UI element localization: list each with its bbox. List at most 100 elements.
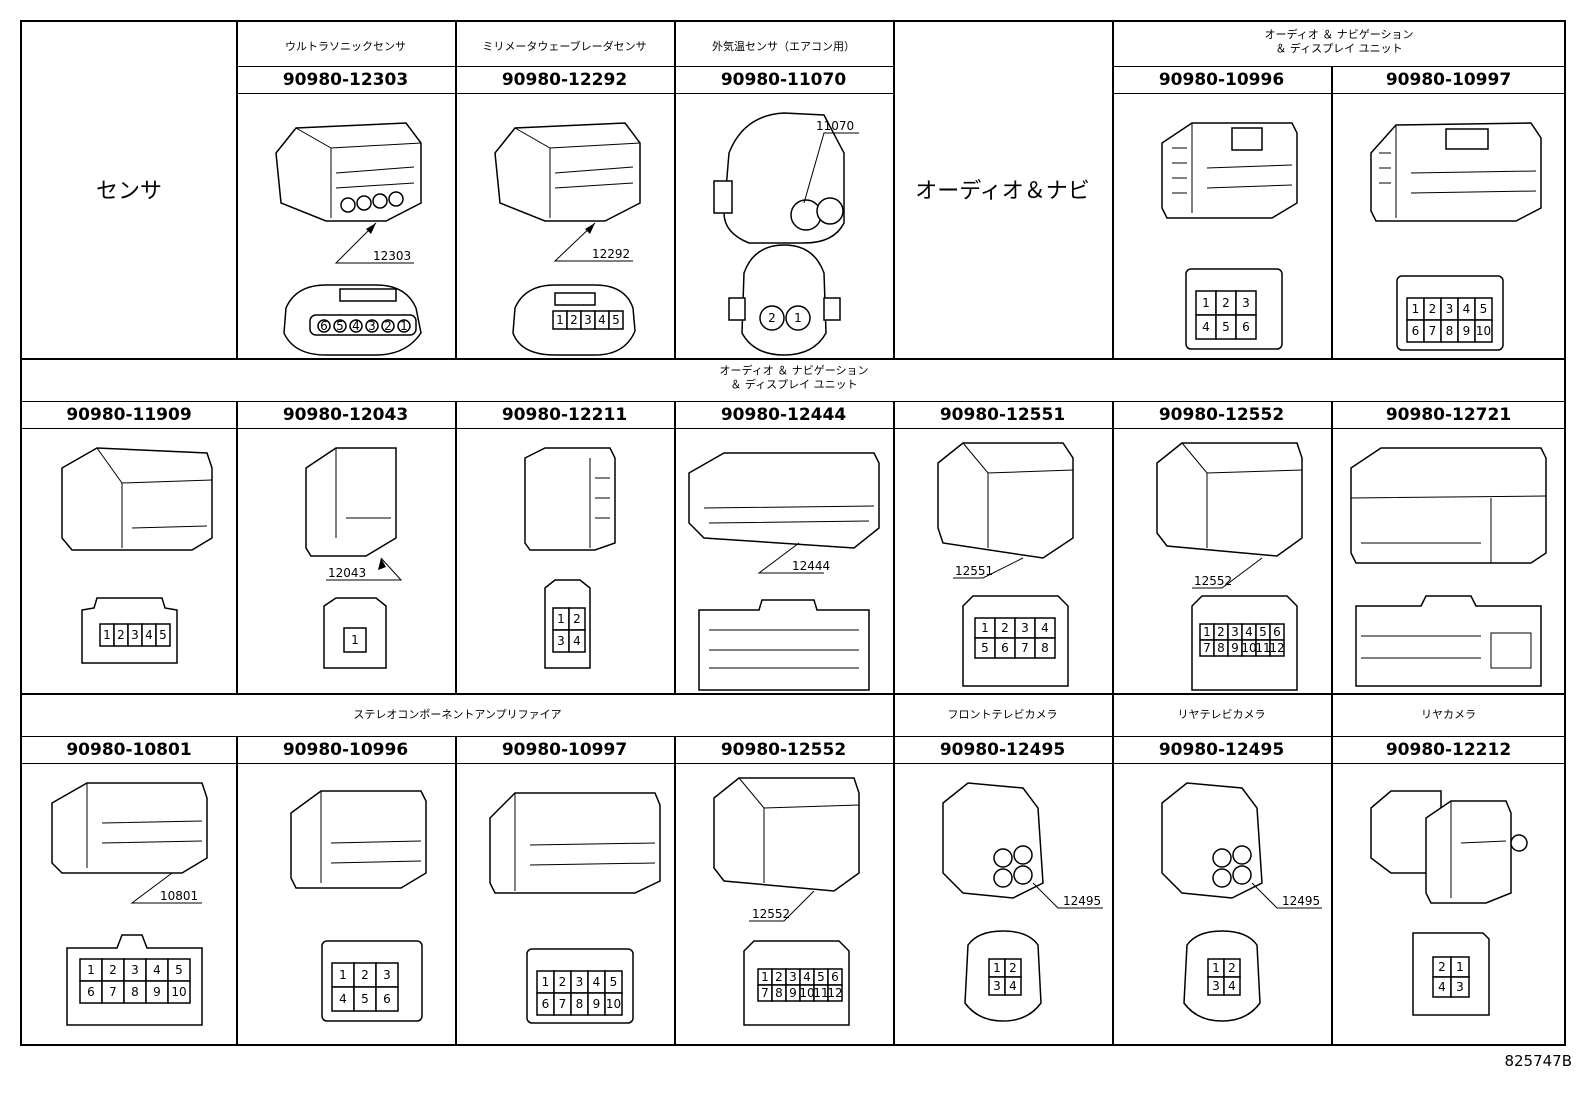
pin-number: 2 (361, 968, 369, 982)
terminal-cavity (372, 193, 388, 209)
pin-number: 4 (1228, 979, 1236, 993)
pin-number: 1 (556, 313, 564, 327)
terminal-cavity (1212, 868, 1232, 888)
pin-number: 10 (606, 997, 621, 1011)
pin-number: 3 (131, 628, 139, 642)
grid-line (674, 22, 676, 358)
connector-edge (703, 505, 875, 524)
pin-number: 2 (775, 970, 783, 984)
terminal-cavity (1013, 865, 1033, 885)
pin-number: 10 (1241, 641, 1256, 655)
terminal-cavity (388, 191, 404, 207)
pin-number: 2 (570, 313, 578, 327)
connector-face-outline (1355, 595, 1542, 687)
connector-edge (1181, 442, 1303, 548)
connector-body-shape (1161, 122, 1298, 219)
connector-edge (1450, 801, 1507, 898)
document-id: 825747B (1504, 1052, 1572, 1070)
part-number: 90980-12552 (1158, 405, 1285, 425)
callout-leader (1251, 882, 1322, 909)
connector-body-shape (524, 447, 616, 551)
pin-number: 1 (1212, 961, 1220, 975)
section-caption: リヤテレビカメラ (1177, 708, 1266, 721)
pin-number: 6 (320, 319, 328, 333)
grid-line (22, 736, 1566, 737)
grid-line (1112, 66, 1566, 67)
grid-line (893, 693, 895, 1046)
connector-face-outline (741, 244, 827, 356)
pin-number: 3 (131, 963, 139, 977)
part-number: 90980-12721 (1385, 405, 1512, 425)
pin-number: 4 (1245, 625, 1253, 639)
pin-number: 7 (1429, 324, 1437, 338)
pin-number: 5 (817, 970, 825, 984)
pin-number: 2 (573, 612, 581, 626)
grid-line (22, 428, 1566, 429)
connector-body-shape (51, 782, 208, 874)
pin-number: 1 (993, 961, 1001, 975)
pin-number: 4 (593, 975, 601, 989)
pin-number: 3 (1212, 979, 1220, 993)
pin-number: 6 (1001, 641, 1009, 655)
pin-number: 6 (1412, 324, 1420, 338)
pin-number: 10 (799, 986, 814, 1000)
callout-leader (749, 890, 815, 922)
grid-line (674, 736, 676, 1046)
pin-cell (397, 319, 411, 333)
connector-latch (823, 297, 841, 321)
pin-number: 5 (175, 963, 183, 977)
pin-number: 2 (1429, 302, 1437, 316)
connector-body-shape (61, 447, 213, 551)
callout-label: 12303 (373, 249, 411, 263)
terminal-cavity (993, 868, 1013, 888)
grid-line (1112, 93, 1566, 94)
pin-cell (1269, 639, 1285, 657)
section-caption: ステレオコンポーネントアンプリファイア (353, 708, 562, 721)
connector-body-shape (489, 792, 661, 894)
pin-cell (568, 629, 586, 653)
connector-latch (1231, 127, 1263, 151)
part-number: 90980-10997 (1385, 70, 1512, 90)
part-number: 90980-11909 (66, 405, 192, 425)
pin-cell (375, 986, 399, 1012)
pin-cell (381, 319, 395, 333)
callout-label: 12552 (1194, 574, 1232, 588)
pin-number: 3 (1242, 296, 1250, 310)
pin-number: 6 (87, 985, 95, 999)
pin-number: 4 (598, 313, 606, 327)
pin-number: 2 (109, 963, 117, 977)
pin-number: 2 (1438, 960, 1446, 974)
pin-cell (608, 310, 624, 330)
pin-number: 9 (153, 985, 161, 999)
connector-latch (728, 297, 746, 321)
pin-cell (759, 305, 785, 331)
terminal-cavity (993, 848, 1013, 868)
grid-line (455, 401, 457, 693)
pin-number: 3 (993, 979, 1001, 993)
pin-number: 5 (1222, 320, 1230, 334)
pin-number: 5 (981, 641, 989, 655)
pin-number: 4 (573, 634, 581, 648)
connector-body-shape (713, 777, 860, 892)
pin-number: 8 (131, 985, 139, 999)
connector-12043-drawing: 12043 1 (305, 447, 403, 669)
grid-line (22, 763, 1566, 764)
pin-cell (1474, 319, 1493, 343)
connector-edge (738, 777, 860, 883)
callout-label: 11070 (816, 119, 854, 133)
category-label: オーディオ＆ナビ (915, 179, 1090, 204)
connector-body-shape (937, 442, 1074, 559)
connector-edge (1172, 123, 1193, 213)
grid-line (893, 401, 895, 693)
pin-number: 8 (576, 997, 584, 1011)
grid-line (1331, 401, 1333, 693)
